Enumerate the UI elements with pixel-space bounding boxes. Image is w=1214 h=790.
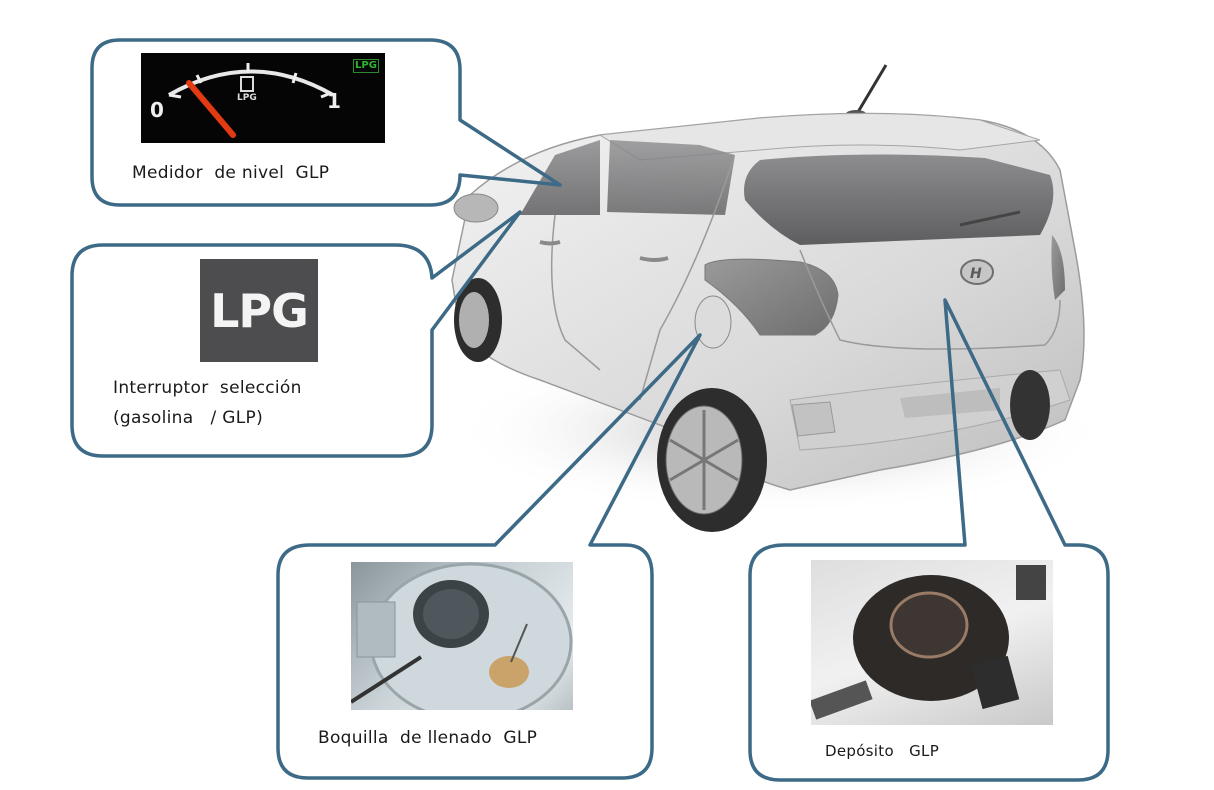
gauge-dial-icon [168, 63, 334, 138]
tank-callout-outline [748, 298, 1110, 782]
gauge-min-label: 0 [150, 98, 164, 122]
fuel-gauge-image: 0 1 LPG LPG [141, 53, 385, 143]
filler-label: Boquilla de llenado GLP [318, 728, 538, 748]
lpg-tank-image [811, 560, 1053, 725]
gauge-max-label: 1 [327, 89, 341, 113]
tank-photo-graphic [811, 565, 1046, 720]
gauge-callout-outline [90, 38, 562, 207]
gauge-center-label: LPG [237, 93, 257, 103]
filler-photo-graphic [351, 562, 573, 710]
lpg-indicator-icon: LPG [353, 59, 379, 73]
switch-label-line2: (gasolina / GLP) [113, 408, 264, 428]
tank-label: Depósito GLP [825, 742, 940, 760]
filler-callout-outline [276, 333, 702, 780]
switch-callout-outline [70, 210, 522, 458]
svg-text:H: H [970, 266, 982, 282]
switch-label-line1: Interruptor selección [113, 378, 302, 398]
lpg-switch-image: LPG [200, 259, 318, 362]
filler-nozzle-image [351, 562, 573, 710]
gauge-label: Medidor de nivel GLP [132, 163, 330, 183]
lpg-switch-text: LPG [210, 283, 309, 338]
